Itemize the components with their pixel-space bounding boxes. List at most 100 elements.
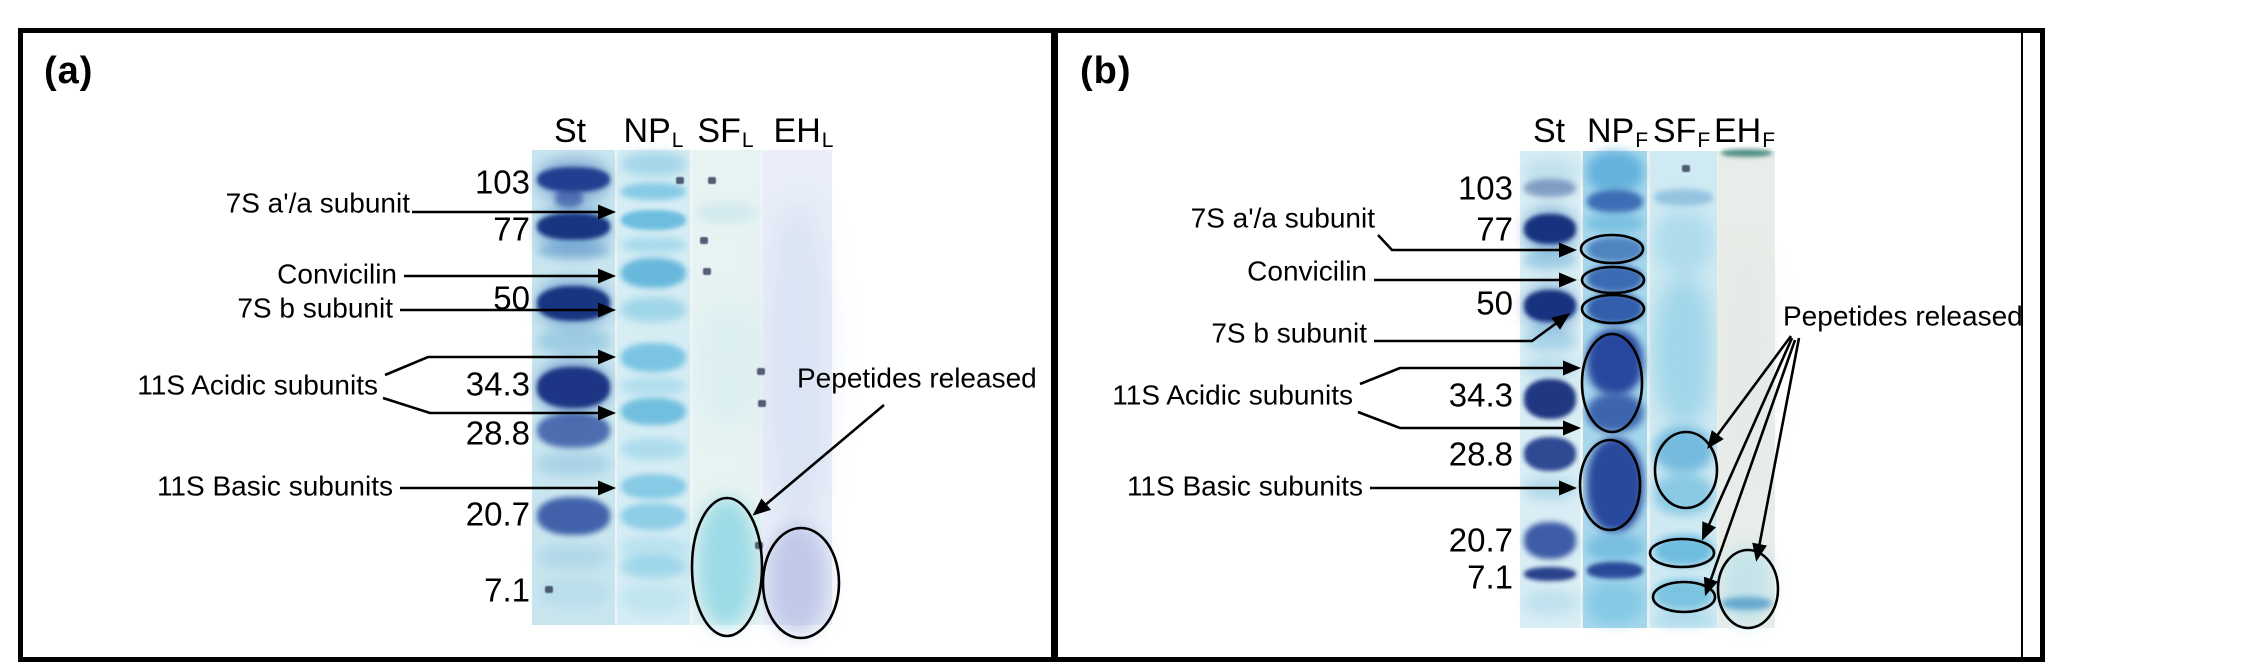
gel-band	[536, 367, 610, 408]
marker-20-7-b: 20.7	[1448, 521, 1513, 559]
lane-header-st-a: St	[554, 112, 586, 151]
lane-header-eh-b: EHF	[1713, 112, 1776, 152]
gel-band	[536, 545, 610, 569]
gel-lane-st	[532, 150, 615, 625]
gel-band	[1721, 597, 1772, 610]
gel-band	[621, 343, 686, 372]
marker-20-7-a: 20.7	[465, 495, 530, 533]
gel-band	[767, 524, 828, 636]
gel-speck	[758, 400, 766, 407]
gel-band	[697, 203, 756, 223]
gel-band	[1523, 437, 1577, 471]
lane-header-subscript: L	[821, 129, 834, 152]
gel-speck	[545, 586, 553, 593]
lane-header-text: St	[1532, 112, 1566, 150]
gel-band	[536, 452, 610, 476]
marker-7-1-b: 7.1	[1467, 558, 1513, 596]
gel-band	[621, 474, 686, 499]
gel-band	[1586, 190, 1644, 213]
marker-103-b: 103	[1457, 169, 1513, 207]
gel-band	[621, 556, 686, 578]
panel-b-label: (b)	[1080, 50, 1132, 92]
gel-speck	[1682, 165, 1690, 172]
gel-band	[536, 167, 610, 192]
gel-band	[1523, 290, 1577, 322]
gel-band	[1654, 535, 1713, 566]
gel-band	[1654, 579, 1713, 610]
gel-band	[536, 243, 610, 259]
gel-image-a	[532, 150, 832, 636]
lane-header-st-b: St	[1533, 112, 1565, 151]
marker-77-b: 77	[1476, 210, 1513, 248]
lane-header-text: SF	[1652, 112, 1697, 150]
protein-label-convicilin-a: Convicilin	[277, 258, 397, 290]
lane-header-subscript: F	[1762, 129, 1776, 152]
gel-band	[697, 498, 756, 628]
lane-header-subscript: L	[671, 129, 684, 152]
lane-header-subscript: F	[1697, 129, 1711, 152]
protein-label-11s-basic-b: 11S Basic subunits	[1126, 470, 1363, 502]
gel-band	[1586, 237, 1644, 262]
gel-band	[1654, 211, 1713, 273]
lane-header-np-a: NPL	[624, 112, 684, 152]
lane-header-text: EH	[1713, 112, 1762, 150]
gel-band	[1586, 438, 1644, 532]
gel-lane-npf	[1583, 151, 1647, 628]
gel-speck	[708, 177, 716, 184]
panel-a-label: (a)	[44, 50, 94, 92]
protein-label-11s-basic-a: 11S Basic subunits	[156, 470, 393, 502]
gel-band	[621, 438, 686, 460]
gel-lane-sfl	[693, 150, 760, 628]
marker-77-a: 77	[493, 210, 530, 248]
lane-header-eh-a: EHL	[773, 112, 834, 152]
gel-band	[1586, 329, 1644, 395]
gel-band	[1523, 214, 1577, 244]
gel-speck	[703, 268, 711, 275]
panel-b-right-border	[2021, 31, 2023, 659]
protein-label-convicilin-b: Convicilin	[1247, 255, 1367, 287]
gel-band	[621, 183, 686, 200]
lane-header-text: St	[553, 112, 587, 150]
gel-band	[621, 503, 686, 530]
protein-label-11s-acidic-a: 11S Acidic subunits	[137, 369, 378, 401]
gel-band	[1523, 179, 1577, 197]
gel-lane-npl	[617, 150, 690, 625]
gel-band	[536, 286, 610, 321]
marker-50-a: 50	[493, 279, 530, 317]
lane-header-text: EH	[773, 112, 821, 150]
gel-band	[1654, 189, 1713, 206]
protein-label-11s-acidic-b: 11S Acidic subunits	[1112, 379, 1353, 411]
gel-speck	[757, 368, 765, 375]
lane-header-np-b: NPF	[1587, 112, 1649, 152]
gel-band	[1586, 265, 1644, 292]
gel-band	[621, 583, 686, 615]
panel-divider	[1051, 28, 1058, 662]
lane-header-sf-b: SFF	[1652, 112, 1711, 152]
gel-band	[555, 188, 584, 208]
marker-34-3-b: 34.3	[1448, 376, 1513, 414]
marker-103-a: 103	[474, 163, 530, 201]
gel-band	[1654, 275, 1713, 427]
gel-band	[1523, 522, 1577, 559]
gel-band	[1721, 250, 1772, 460]
gel-band	[536, 413, 610, 448]
marker-28-8-a: 28.8	[465, 414, 530, 452]
gel-band	[1586, 533, 1644, 561]
protein-label-7s-b-b: 7S b subunit	[1211, 317, 1367, 349]
gel-band	[1654, 611, 1713, 627]
gel-speck	[676, 177, 684, 184]
lane-header-subscript: F	[1635, 129, 1649, 152]
gel-band	[536, 328, 610, 354]
lane-header-text: SF	[697, 112, 741, 150]
gel-band	[1586, 393, 1644, 432]
gel-speck	[755, 542, 763, 549]
gel-band	[1523, 590, 1577, 614]
gel-band	[621, 210, 686, 230]
gel-band	[1586, 562, 1644, 579]
gel-band	[1523, 328, 1577, 352]
gel-band	[1523, 478, 1577, 500]
peptides-released-label-b: Pepetides released	[1783, 300, 2023, 332]
gel-band	[621, 237, 686, 253]
protein-label-7s-aa-b: 7S a'/a subunit	[1190, 202, 1375, 234]
